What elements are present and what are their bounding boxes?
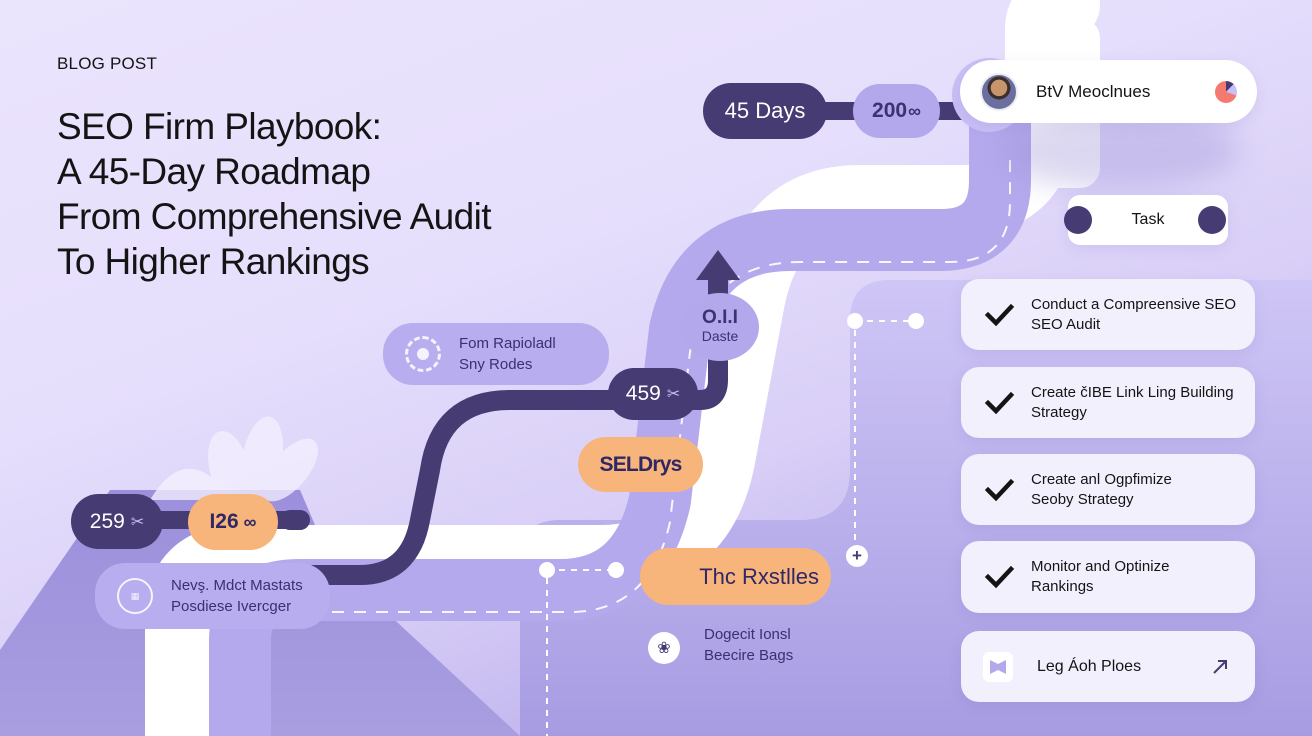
- dashed-connectors: [546, 320, 916, 736]
- tip-line: Dogecit Ionsl: [704, 626, 791, 643]
- info-line: Nevş. Mdct Mastats: [171, 577, 303, 594]
- link-card[interactable]: Leg Áoh Ploes: [961, 631, 1255, 702]
- seo-days-badge[interactable]: SELDrys: [578, 437, 703, 492]
- title-line: From Comprehensive Audit: [57, 196, 492, 237]
- profile-card[interactable]: BtV Meoclnues: [960, 60, 1257, 123]
- tip-text: Dogecit Ionsl Beecire Bags: [704, 624, 793, 666]
- task-dot-right: [1198, 206, 1226, 234]
- check-icon: [984, 565, 1015, 589]
- infinity-icon: ∞: [243, 511, 257, 532]
- task-label: Task: [1131, 211, 1165, 228]
- info-pill-top[interactable]: Fom Rapioladl Sny Rodes: [383, 323, 609, 385]
- count-orange-badge[interactable]: I26 ∞: [188, 494, 278, 550]
- arrow-up-icon: [696, 250, 740, 280]
- days-badge[interactable]: 45 Days: [703, 83, 827, 139]
- kicker-label: BLOG POST: [57, 54, 158, 73]
- count-badge[interactable]: 200 ∞: [853, 84, 940, 138]
- milestone-line2: Daste: [701, 328, 739, 344]
- percent-badge-value: 259: [89, 509, 125, 533]
- check-icon: [984, 391, 1015, 414]
- tip-icon-wrap: ❀: [648, 632, 680, 664]
- info-line: Posdiese Ivercger: [171, 598, 292, 615]
- info-pill-bottom[interactable]: ▦ Nevş. Mdct Mastats Posdiese Ivercger: [95, 563, 330, 629]
- title-line: To Higher Rankings: [57, 241, 370, 282]
- check-icon: [984, 478, 1015, 501]
- flower-decoration: [150, 416, 319, 509]
- milestone-badge[interactable]: 459 ✂: [608, 368, 698, 420]
- scissors-icon: ✂: [130, 513, 145, 531]
- days-badge-label: 45 Days: [724, 98, 806, 123]
- tip-line: Beecire Bags: [704, 647, 794, 664]
- link-card-label: Leg Áoh Ploes: [1037, 657, 1142, 675]
- connector-dot: [908, 313, 924, 329]
- scissors-icon: ✂: [666, 386, 681, 403]
- task-chip[interactable]: Task: [1064, 195, 1228, 245]
- connector-dot: [608, 562, 624, 578]
- milestone-circle[interactable]: O.I.I Daste: [681, 293, 759, 361]
- milestone-line1: O.I.I: [702, 307, 738, 328]
- count-badge-value: 200: [872, 99, 908, 122]
- profile-name: BtV Meoclnues: [1036, 81, 1151, 101]
- task-dot-left: [1064, 206, 1092, 234]
- bookmark-icon: [983, 651, 1013, 682]
- percent-badge[interactable]: 259 ✂: [71, 494, 163, 549]
- milestone-badge-value: 459: [625, 382, 661, 405]
- info-pill-bottom-text: Nevş. Mdct Mastats Posdiese Ivercger: [171, 575, 303, 617]
- results-label: Thc Rxstlles: [699, 563, 819, 589]
- pie-status-icon: [1215, 80, 1237, 103]
- seo-days-label: SELDrys: [599, 452, 683, 476]
- connector-dot: [847, 313, 863, 329]
- person-avatar: [980, 72, 1018, 111]
- check-icon: [984, 303, 1015, 326]
- results-pill[interactable]: Thc Rxstlles: [640, 548, 831, 605]
- badge-ring-icon: ▦: [117, 578, 153, 614]
- info-line: Fom Rapioladl: [459, 335, 556, 352]
- info-pill-top-text: Fom Rapioladl Sny Rodes: [459, 333, 556, 375]
- add-step-button[interactable]: +: [846, 545, 868, 567]
- title-line: A 45-Day Roadmap: [57, 151, 371, 192]
- title-line: SEO Firm Playbook:: [57, 106, 382, 147]
- count-orange-value: I26: [209, 510, 239, 533]
- page-title: SEO Firm Playbook: A 45-Day Roadmap From…: [57, 104, 492, 284]
- plus-icon: +: [852, 546, 862, 565]
- info-line: Sny Rodes: [459, 356, 533, 373]
- arrow-up-right-icon: [1213, 659, 1227, 674]
- connector-dot: [539, 562, 555, 578]
- link-icon: ∞: [908, 100, 921, 121]
- leaf-icon: ❀: [657, 640, 671, 657]
- loading-ring-icon: [405, 336, 441, 372]
